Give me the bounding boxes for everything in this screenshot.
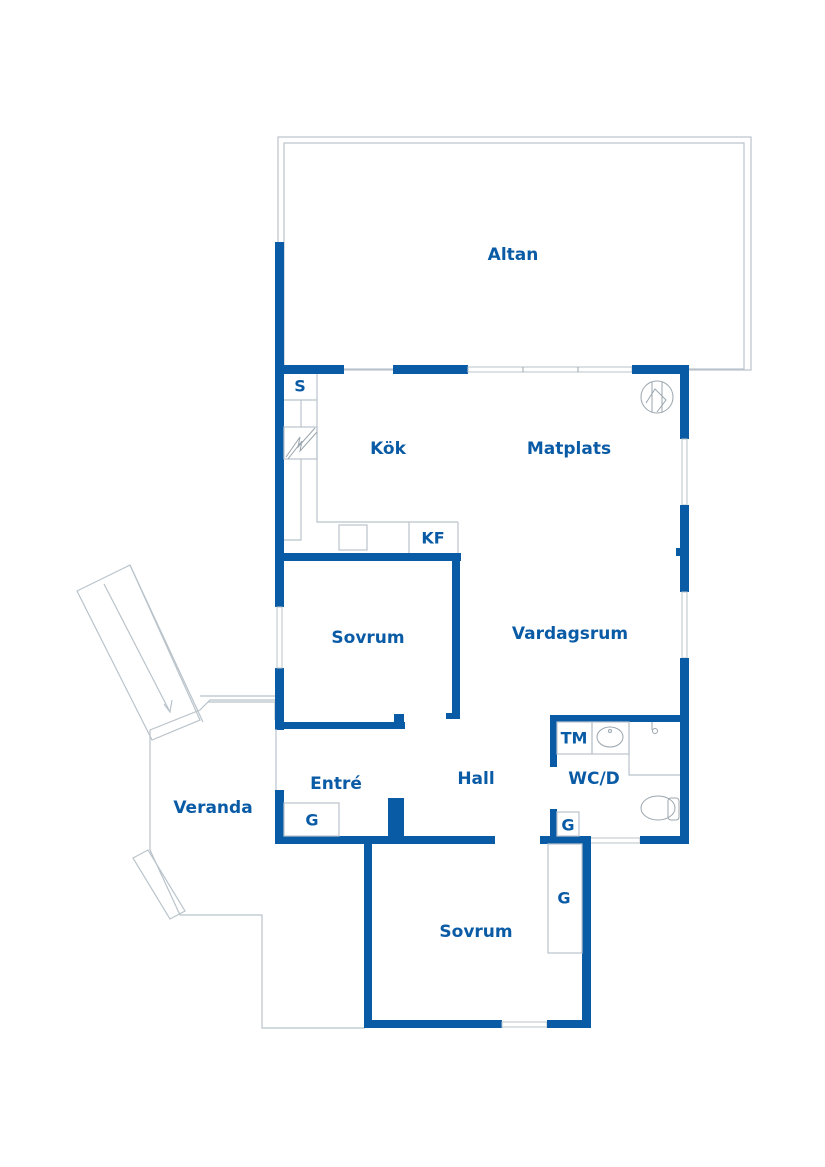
bathroom-fixtures — [547, 721, 680, 954]
fixture-label-g-wc: G — [561, 816, 574, 835]
room-label-sovrum-2: Sovrum — [439, 922, 512, 942]
room-label-vardagsrum: Vardagsrum — [512, 624, 628, 644]
kitchen-fixtures — [283, 374, 674, 553]
room-label-veranda: Veranda — [173, 798, 252, 818]
veranda-outline — [76, 564, 365, 1029]
room-labels: Altan Kök Matplats Sovrum Vardagsrum Ent… — [173, 245, 628, 942]
fixture-label-kf: KF — [421, 529, 444, 548]
room-label-matplats: Matplats — [527, 439, 611, 459]
fixture-label-g-sovrum: G — [557, 889, 570, 908]
fixture-label-g-entre: G — [305, 811, 318, 830]
room-label-hall: Hall — [457, 769, 494, 789]
fixture-label-tm: TM — [561, 729, 588, 748]
room-label-wcd: WC/D — [568, 769, 620, 789]
entre-closet — [283, 802, 340, 837]
walls — [275, 242, 689, 1028]
fixture-label-s: S — [294, 377, 306, 396]
room-label-entre: Entré — [310, 774, 362, 794]
room-label-altan: Altan — [488, 245, 539, 265]
room-label-kok: Kök — [370, 439, 407, 459]
room-label-sovrum-1: Sovrum — [331, 628, 404, 648]
